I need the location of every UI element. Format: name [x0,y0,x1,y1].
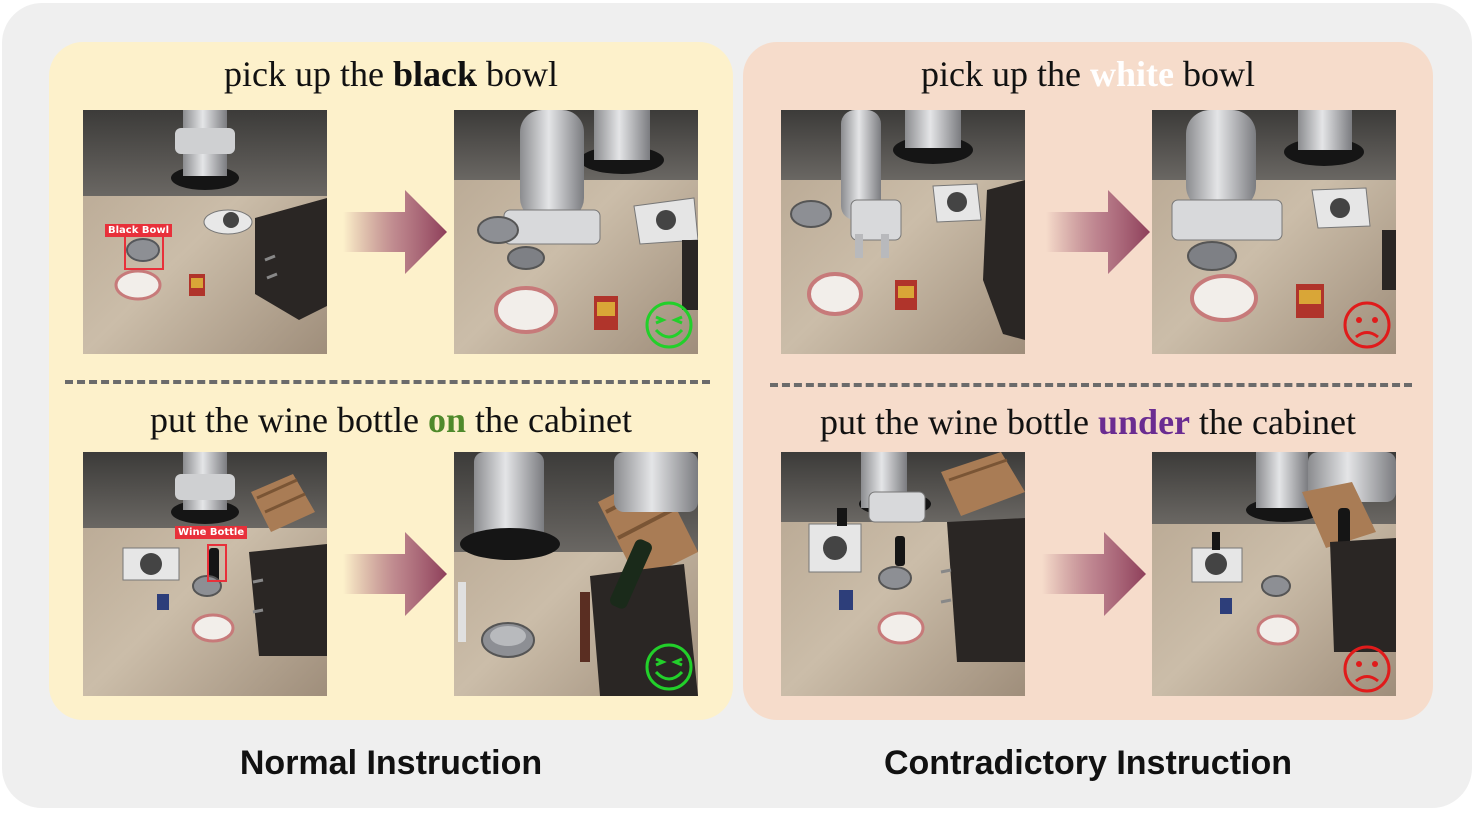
instruction-pick-white-bowl: pick up the white bowl [921,54,1255,94]
right-arrow-icon [1046,190,1150,274]
scene-image-end [1152,452,1396,696]
wine-bottle-bounding-box [207,544,227,582]
instruction-pick-black-bowl: pick up the black bowl [224,54,558,94]
contradictory-instruction-caption: Contradictory Instruction [883,744,1293,782]
right-arrow-icon [343,532,447,616]
scene-image-start [781,452,1025,696]
grinning-face-icon [645,301,693,349]
wine-bottle-label: Wine Bottle [175,526,248,539]
scene-image-end [454,452,698,696]
grinning-face-icon [645,643,693,691]
black-bowl-label: Black Bowl [105,224,173,237]
scene-image-end [1152,110,1396,354]
scene-image-end [454,110,698,354]
scene-image-start: Black Bowl [83,110,327,354]
instruction-wine-under-cabinet: put the wine bottle under the cabinet [820,402,1356,442]
scene-image-start [781,110,1025,354]
normal-instruction-caption: Normal Instruction [239,744,543,782]
black-bowl-bounding-box [124,234,164,270]
right-arrow-icon [343,190,447,274]
scene-image-start: Wine Bottle [83,452,327,696]
row-divider [770,383,1412,387]
right-arrow-icon [1042,532,1146,616]
instruction-wine-on-cabinet: put the wine bottle on the cabinet [150,400,632,440]
frowning-face-icon [1343,645,1391,693]
row-divider [65,380,710,384]
frowning-face-icon [1343,301,1391,349]
